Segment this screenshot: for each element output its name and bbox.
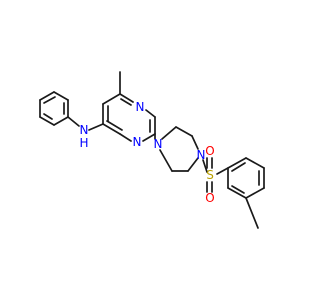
n-pyrimidine-top-label: N: [136, 100, 145, 114]
tolyl-methyl-bond: [245, 197, 259, 229]
n-amine-label: N: [80, 123, 89, 137]
o-top-label: O: [205, 144, 214, 158]
piperazine-sulfonyl-bond: [202, 159, 208, 173]
amine-pyrimidine-bond: [88, 123, 104, 131]
n-piperazine-right-label: N: [197, 148, 206, 162]
s-sulfonyl-label: S: [206, 168, 214, 182]
phenyl-ring: [39, 91, 69, 126]
molecule-diagram: N H N N N N S O O: [39, 71, 265, 229]
h-amine-label: H: [79, 136, 88, 150]
n-pyrimidine-bottom-label: N: [133, 135, 142, 149]
piperazine-ring: [159, 126, 199, 172]
atom-n-amine: N H: [79, 123, 88, 150]
phenyl-amine-bond: [67, 116, 80, 127]
structure-svg: N H N N N N S O O: [39, 71, 265, 229]
n-piperazine-left-label: N: [154, 137, 163, 151]
sulfonyl-tolyl-bond: [216, 167, 229, 175]
pyrimidine-ring: [102, 93, 156, 142]
o-bottom-label: O: [205, 191, 214, 205]
tolyl-ring: [227, 157, 265, 199]
